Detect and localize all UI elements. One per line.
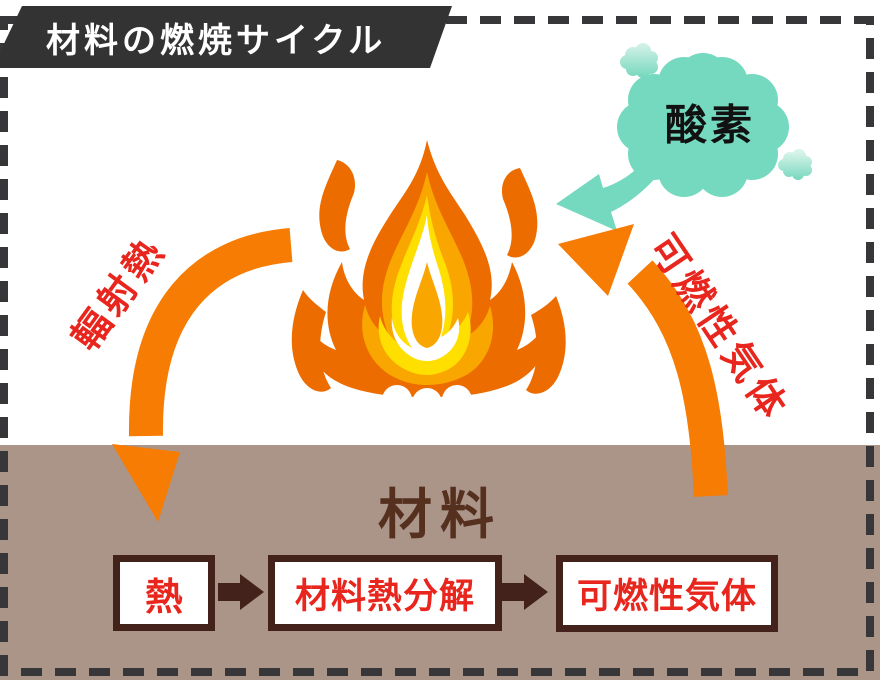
oxygen-arrow-icon (556, 153, 662, 231)
flow-arrow-icon (502, 574, 548, 610)
flow-arrow-icon (218, 574, 264, 610)
oxygen-label: 酸素 (664, 101, 756, 149)
combustible-gas-arrow-icon (558, 224, 728, 497)
small-cloud-icon (620, 43, 658, 78)
flame-icon (291, 140, 566, 418)
page-title: 材料の燃焼サイクル (46, 21, 387, 60)
flow-box-label: 可燃性気体 (576, 577, 757, 616)
material-title: 材料 (378, 485, 502, 545)
flow-box-decomposition: 材料熱分解 (268, 555, 502, 631)
flow-box-heat: 熱 (113, 555, 215, 631)
flow-box-label: 材料熱分解 (294, 576, 475, 616)
title-banner: 材料の燃焼サイクル (0, 6, 452, 68)
small-cloud-icon (778, 149, 812, 180)
oxygen-cloud-icon (617, 53, 789, 197)
flow-box-combustible-gas: 可燃性気体 (556, 555, 778, 632)
flow-box-label: 熱 (144, 576, 183, 619)
dashed-border (0, 16, 874, 676)
radiant-heat-arrow-icon (112, 228, 293, 522)
